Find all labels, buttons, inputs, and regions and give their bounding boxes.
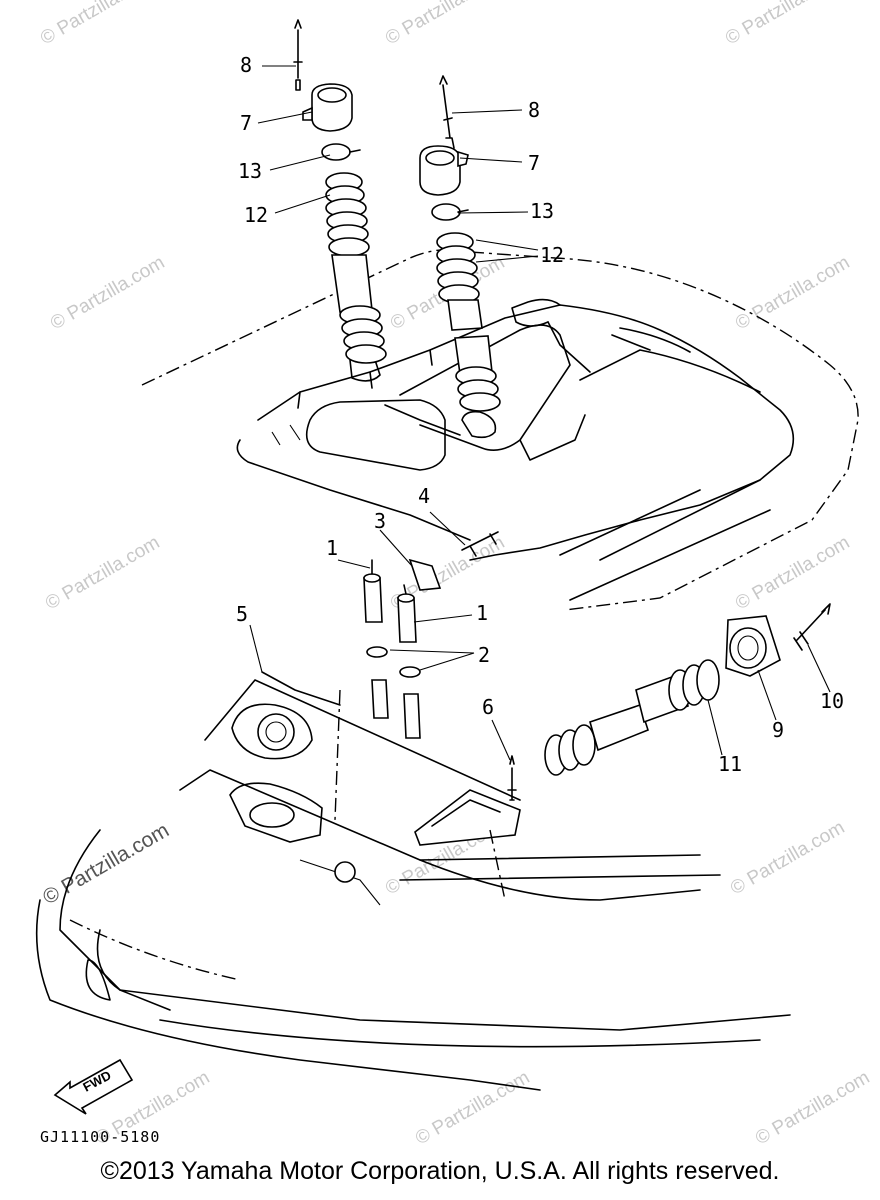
callout-13: 13 — [238, 159, 262, 183]
watermark: © Partzilla.com — [722, 0, 843, 49]
callout-9: 9 — [772, 718, 784, 742]
callout-4: 4 — [418, 484, 430, 508]
callout-7: 7 — [240, 111, 252, 135]
watermark: © Partzilla.com — [382, 0, 503, 49]
callout-8: 8 — [528, 98, 540, 122]
watermark: © Partzilla.com — [42, 532, 163, 614]
callout-1: 1 — [326, 536, 338, 560]
watermark: © Partzilla.com — [732, 532, 853, 614]
callout-6: 6 — [482, 695, 494, 719]
callout-12: 12 — [244, 203, 268, 227]
watermark-dark: © Partzilla.com — [39, 819, 173, 910]
bellows-horizontal-assembly — [507, 603, 831, 801]
callout-8: 8 — [240, 53, 252, 77]
leader-lines — [249, 65, 831, 761]
callout-3: 3 — [374, 509, 386, 533]
watermark: © Partzilla.com — [47, 252, 168, 334]
copyright-notice: ©2013 Yamaha Motor Corporation, U.S.A. A… — [100, 1157, 780, 1185]
watermark: © Partzilla.com — [752, 1067, 873, 1149]
watermark: © Partzilla.com — [727, 817, 848, 899]
callout-13: 13 — [530, 199, 554, 223]
watermark: © Partzilla.com — [412, 1067, 533, 1149]
watermark: © Partzilla.com — [732, 252, 853, 334]
callout-10: 10 — [820, 689, 844, 713]
callout-11: 11 — [718, 752, 742, 776]
callout-labels: 1 1 2 3 4 5 6 7 7 8 8 9 10 11 12 12 13 1… — [236, 53, 844, 776]
bellows-left-assembly — [293, 19, 387, 364]
bellows-right-assembly — [419, 75, 501, 412]
callout-2: 2 — [478, 643, 490, 667]
drawing-code: GJ11100-5180 — [40, 1128, 160, 1146]
callout-1: 1 — [476, 601, 488, 625]
callout-5: 5 — [236, 602, 248, 626]
callout-12: 12 — [540, 243, 564, 267]
fwd-arrow-icon: FWD — [53, 1058, 134, 1115]
watermark: © Partzilla.com — [37, 0, 158, 49]
callout-7: 7 — [528, 151, 540, 175]
hull-bow — [35, 671, 791, 1091]
fittings-group — [363, 531, 499, 739]
hull-upper-deck — [141, 248, 859, 611]
